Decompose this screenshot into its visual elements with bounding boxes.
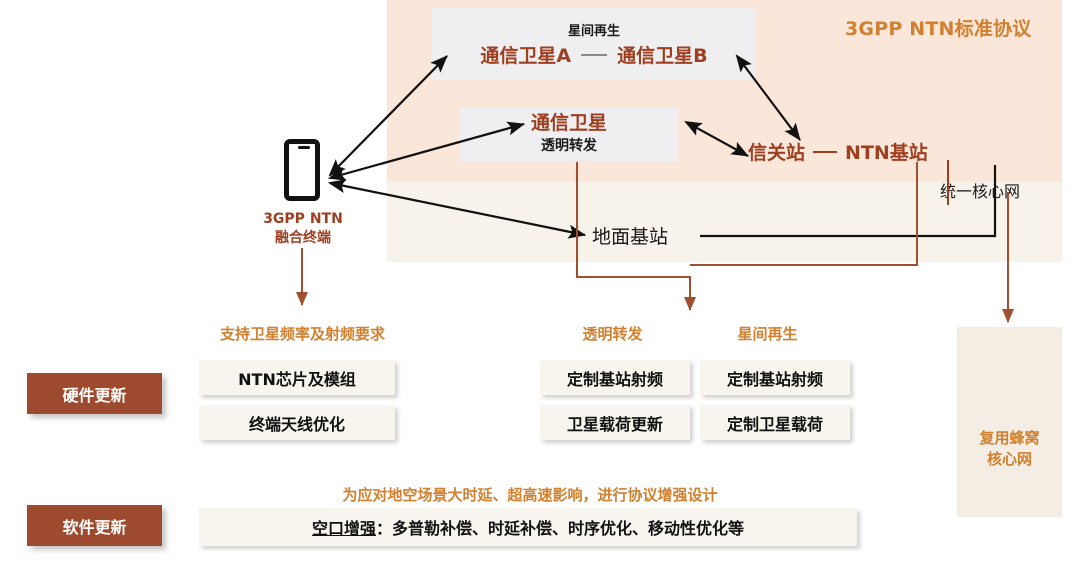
core-network-panel xyxy=(957,327,1062,517)
unified-core-network-label: 统一核心网 xyxy=(940,182,1021,201)
smartphone-icon xyxy=(284,139,320,201)
software-item-body: ：多普勒补偿、时延补偿、时序优化、移动性优化等 xyxy=(376,519,745,538)
software-heading: 为应对地空场景大时延、超高速影响，进行协议增强设计 xyxy=(342,486,718,504)
transparent-satellite-box: 通信卫星 透明转发 xyxy=(460,108,678,161)
transparent-satellite-subtitle: 透明转发 xyxy=(541,137,597,154)
gateway-label: 信关站 xyxy=(748,142,806,164)
hw-item-isl-rf: 定制基站射频 xyxy=(700,360,850,395)
software-item-prefix: 空口增强 xyxy=(311,519,376,538)
core-network-label-line1: 复用蜂窝 xyxy=(979,429,1040,447)
terrestrial-base-station-label: 地面基站 xyxy=(592,226,669,248)
hw-item-antenna: 终端天线优化 xyxy=(199,405,395,440)
isl-link-line xyxy=(581,53,608,56)
core-network-label: 复用蜂窝 核心网 xyxy=(957,428,1062,470)
smartphone-speaker-icon xyxy=(298,146,310,149)
isl-satellite-box: 星间再生 通信卫星A 通信卫星B xyxy=(432,8,756,80)
terminal-label-line1: 3GPP NTN xyxy=(263,211,343,227)
gateway-ntn-link-line xyxy=(813,150,838,153)
transparent-satellite-title: 通信卫星 xyxy=(530,112,607,135)
isl-satellite-row: 通信卫星A 通信卫星B xyxy=(480,41,707,68)
standard-title: 3GPP NTN标准协议 xyxy=(845,18,1032,40)
satellite-b-label: 通信卫星B xyxy=(617,45,708,67)
satellite-a-label: 通信卫星A xyxy=(480,45,572,67)
isl-subtitle: 星间再生 xyxy=(567,24,620,39)
software-update-badge: 软件更新 xyxy=(27,505,162,546)
software-item-air-interface: 空口增强：多普勒补偿、时延补偿、时序优化、移动性优化等 xyxy=(199,508,857,546)
hw-item-chip: NTN芯片及模组 xyxy=(199,360,395,395)
hw-item-isl-payload: 定制卫星载荷 xyxy=(700,405,850,440)
gateway-ntn-group: 信关站 NTN基站 xyxy=(748,138,928,165)
hw-group-heading-isl: 星间再生 xyxy=(737,325,798,343)
core-network-label-line2: 核心网 xyxy=(986,450,1032,468)
terminal-label: 3GPP NTN 融合终端 xyxy=(238,210,368,248)
terminal-label-line2: 融合终端 xyxy=(275,229,331,246)
hw-group-heading-transparent: 透明转发 xyxy=(582,325,643,343)
hw-group-heading-rf: 支持卫星频率及射频要求 xyxy=(219,325,385,343)
hw-item-transparent-payload: 卫星载荷更新 xyxy=(540,405,690,440)
ntn-base-station-label: NTN基站 xyxy=(845,142,928,164)
hw-item-transparent-rf: 定制基站射频 xyxy=(540,360,690,395)
hardware-update-badge: 硬件更新 xyxy=(27,373,162,414)
